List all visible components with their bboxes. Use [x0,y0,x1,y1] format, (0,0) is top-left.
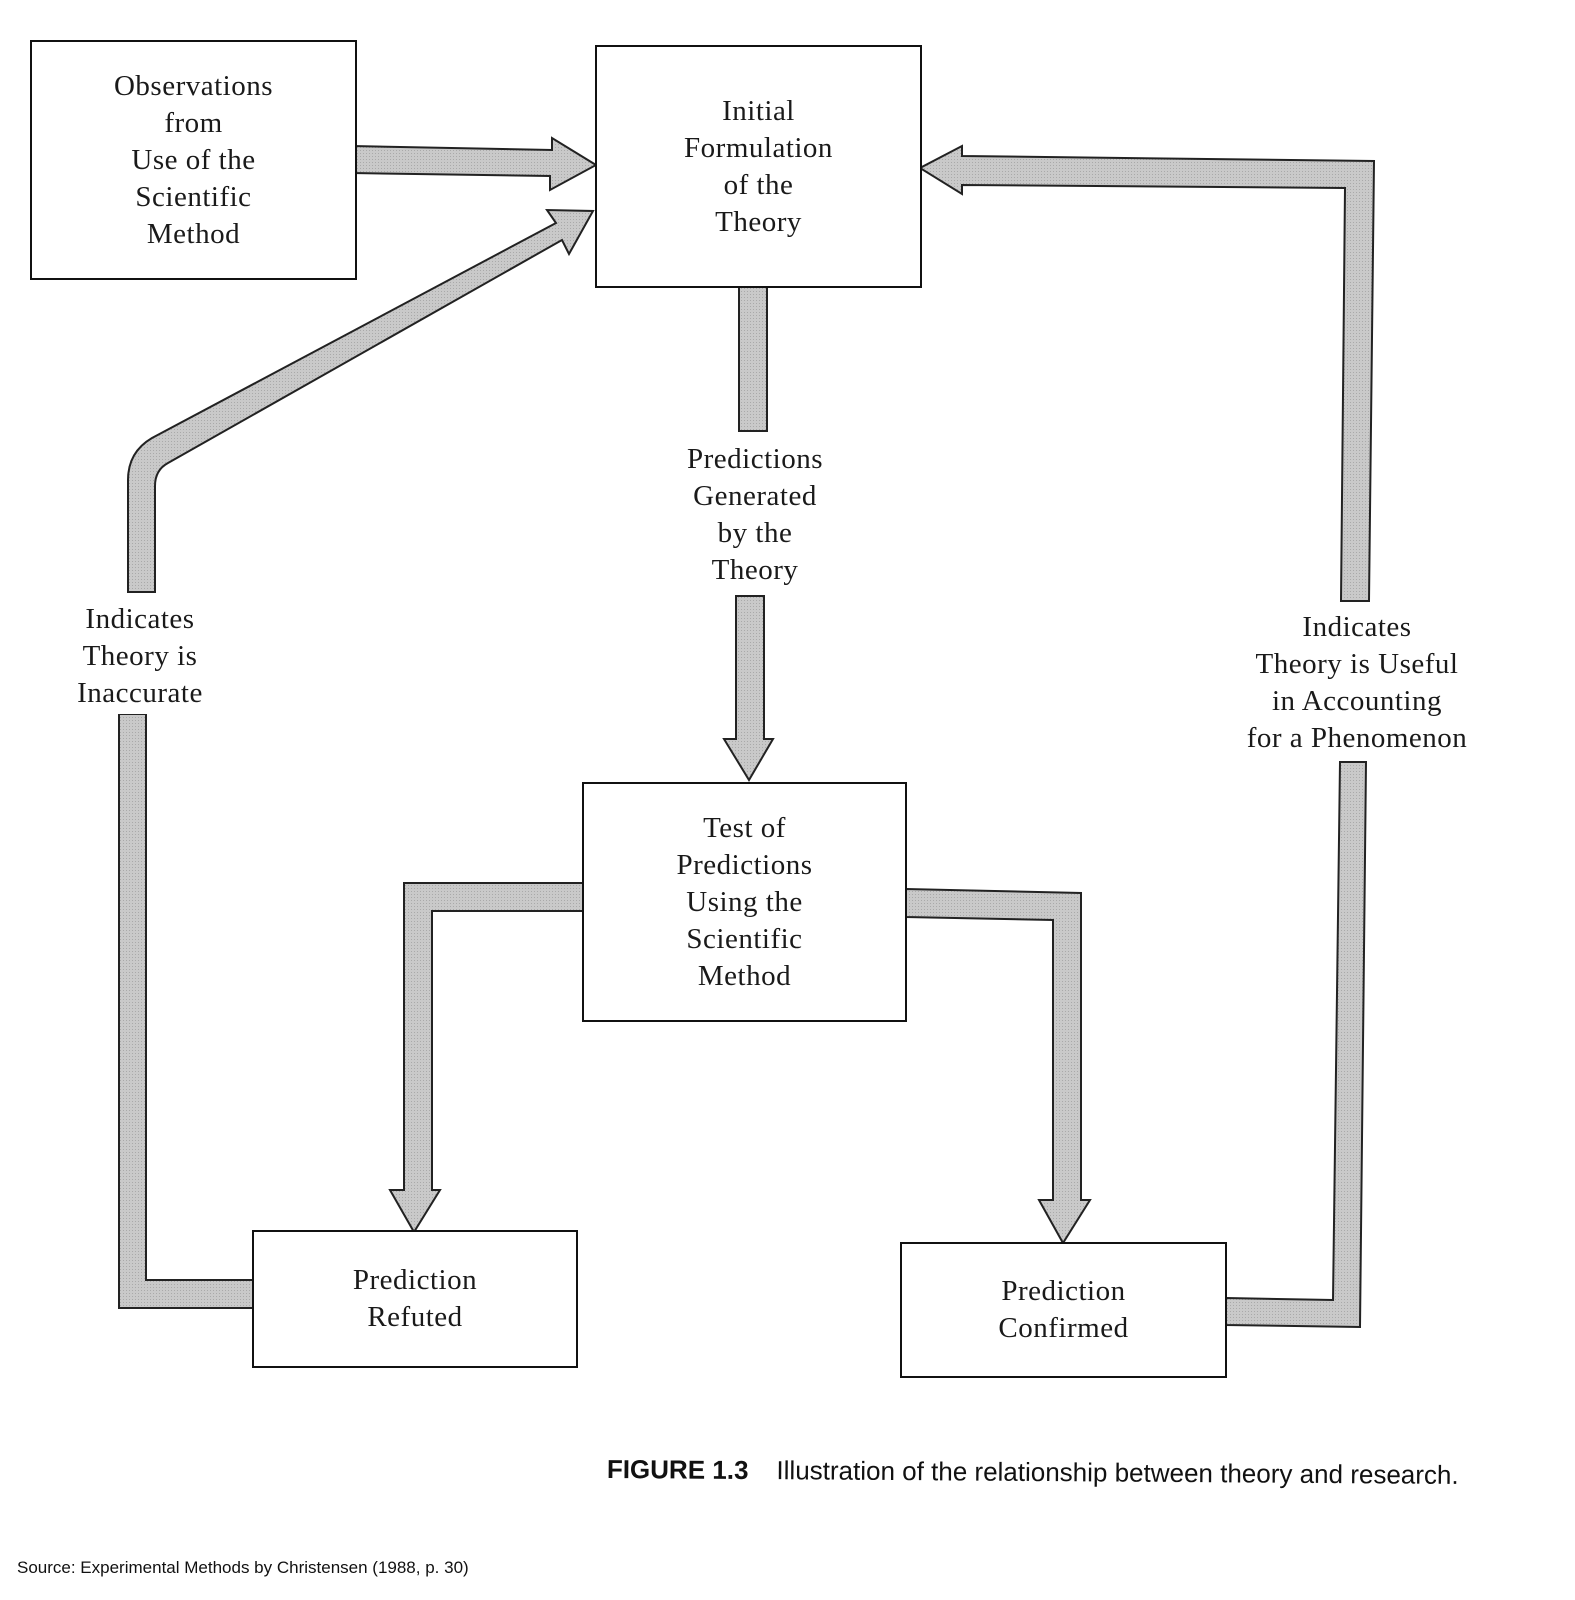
node-prediction-refuted: Prediction Refuted [252,1230,578,1368]
stem-theory-to-predictions [738,283,768,432]
arrow-refuted-to-inaccurate [118,713,254,1309]
arrow-test-to-confirmed [905,887,1092,1245]
node-observations: Observations from Use of the Scientific … [30,40,357,280]
arrow-useful-to-theory [917,144,1376,602]
arrow-inaccurate-to-theory [127,208,595,593]
figure-caption: FIGURE 1.3 Illustration of the relationsh… [607,1453,1487,1492]
edge-label-theory-useful: Indicates Theory is Useful in Accounting… [1212,607,1502,759]
arrow-test-to-refuted [388,882,584,1234]
edge-label-predictions-generated: Predictions Generated by the Theory [655,439,855,591]
source-note: Source: Experimental Methods by Christen… [17,1558,469,1577]
edge-label-theory-inaccurate: Indicates Theory is Inaccurate [50,599,230,714]
figure-caption-text: Illustration of the relationship between… [776,1455,1459,1490]
node-test-of-predictions: Test of Predictions Using the Scientific… [582,782,907,1022]
node-initial-formulation: Initial Formulation of the Theory [595,45,922,288]
figure-number: FIGURE 1.3 [606,1454,749,1485]
arrow-predictions-to-test [722,595,775,782]
node-prediction-confirmed: Prediction Confirmed [900,1242,1227,1378]
arrow-confirmed-to-useful [1225,761,1368,1329]
arrow-observations-to-theory [351,136,598,192]
